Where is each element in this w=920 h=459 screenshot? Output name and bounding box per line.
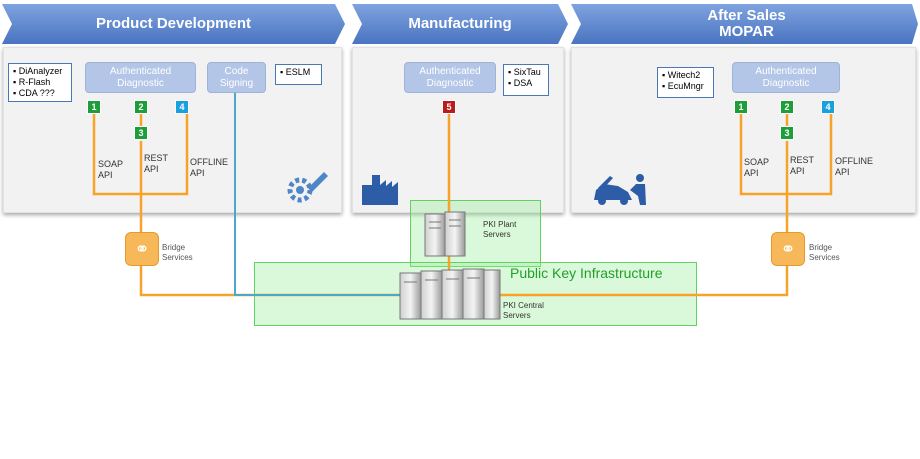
code-signing-box: Code Signing [207, 62, 266, 93]
link-icon: ⚭ [780, 238, 796, 260]
as-soap-line1: SOAP [744, 157, 770, 167]
as-tool-item: Witech2 [662, 70, 709, 81]
mfg-authenticated-diagnostic: Authenticated Diagnostic [404, 62, 496, 93]
code-signing-line [234, 90, 402, 296]
as-rest-line1: REST [790, 155, 815, 165]
pd-offline-api: OFFLINE API [190, 157, 228, 179]
pd-auth-line1: Authenticated [109, 65, 172, 77]
as-auth-line2: Diagnostic [762, 77, 810, 89]
eslm-box: ESLM [275, 64, 322, 85]
after-sales-title-line1: After Sales [707, 7, 786, 24]
pd-soap-api: SOAP API [98, 159, 123, 181]
as-auth-line1: Authenticated [755, 65, 817, 77]
code-signing-line1: Code [224, 65, 249, 77]
header-after-sales-shape [571, 4, 918, 44]
mfg-auth-line2: Diagnostic [426, 77, 474, 89]
as-soap-api: SOAP API [744, 157, 769, 179]
pd-tool-item: CDA ??? [13, 88, 67, 99]
after-sales-title-line2: MOPAR [719, 23, 774, 40]
as-badge-2: 2 [780, 100, 794, 114]
as-rest-api: REST API [790, 155, 814, 177]
pki-title: Public Key Infrastructure [510, 265, 663, 281]
pd-bridge-line2: Services [162, 253, 193, 262]
as-offline-line2: API [835, 167, 850, 177]
pd-authenticated-diagnostic: Authenticated Diagnostic [85, 62, 196, 93]
pki-plant-label: PKI Plant Servers [483, 220, 516, 240]
link-icon: ⚭ [134, 238, 150, 260]
code-signing-line2: Signing [219, 77, 254, 89]
pd-badge-4: 4 [175, 100, 189, 114]
pki-plant-servers-icon [424, 211, 466, 257]
as-bridge-to-central [500, 264, 789, 297]
product-dev-title: Product Development [95, 15, 252, 32]
pd-bridge-services: ⚭ [125, 232, 159, 266]
manufacturing-title: Manufacturing [408, 15, 512, 32]
pki-central-line2: Servers [503, 311, 531, 320]
pd-tool-item: R-Flash [13, 77, 67, 88]
as-soap-line2: API [744, 168, 759, 178]
pki-central-line1: PKI Central [503, 301, 544, 310]
pd-rest-line1: REST [144, 153, 169, 163]
as-badge-4: 4 [821, 100, 835, 114]
pd-rest-api: REST API [144, 153, 168, 175]
pki-central-label: PKI Central Servers [503, 301, 544, 321]
pd-bridge-label: Bridge Services [162, 243, 193, 263]
pd-badge-1: 1 [87, 100, 101, 114]
as-bridge-label: Bridge Services [809, 243, 840, 263]
pd-rest-line2: API [144, 164, 159, 174]
header-product-dev-shape [2, 4, 345, 44]
as-badge-1: 1 [734, 100, 748, 114]
mfg-tool-item: SixTau [508, 67, 544, 78]
pd-soap-line1: SOAP [98, 159, 124, 169]
as-bridge-services: ⚭ [771, 232, 805, 266]
pd-soap-line2: API [98, 170, 113, 180]
pki-plant-line1: PKI Plant [483, 220, 517, 229]
as-tools-list: Witech2 EcuMngr [657, 67, 714, 98]
as-rest-line2: API [790, 166, 805, 176]
as-authenticated-diagnostic: Authenticated Diagnostic [732, 62, 840, 93]
pki-central-servers-icon [399, 268, 501, 320]
after-sales-title: After Sales MOPAR [581, 4, 912, 44]
mfg-auth-line1: Authenticated [419, 65, 481, 77]
as-tool-item: EcuMngr [662, 81, 709, 92]
mfg-badge-5: 5 [442, 100, 456, 114]
eslm-label: ESLM [280, 67, 317, 78]
mfg-tools-list: SixTau DSA [503, 64, 549, 96]
pd-badge-2: 2 [134, 100, 148, 114]
as-offline-api: OFFLINE API [835, 156, 873, 178]
pd-bridge-line1: Bridge [162, 243, 186, 252]
as-bridge-line1: Bridge [809, 243, 833, 252]
pd-tools-list: DiAnalyzer R-Flash CDA ??? [8, 63, 72, 102]
pd-tool-item: DiAnalyzer [13, 66, 67, 77]
mfg-tool-item: DSA [508, 78, 544, 89]
as-bridge-line2: Services [809, 253, 840, 262]
pd-offline-line2: API [190, 168, 205, 178]
as-badge-3: 3 [780, 126, 794, 140]
pd-offline-line1: OFFLINE [190, 157, 229, 167]
header-manufacturing-shape [352, 4, 568, 44]
as-offline-line1: OFFLINE [835, 156, 874, 166]
pd-badge-3: 3 [134, 126, 148, 140]
pd-auth-line2: Diagnostic [117, 77, 164, 89]
pki-plant-line2: Servers [483, 230, 511, 239]
